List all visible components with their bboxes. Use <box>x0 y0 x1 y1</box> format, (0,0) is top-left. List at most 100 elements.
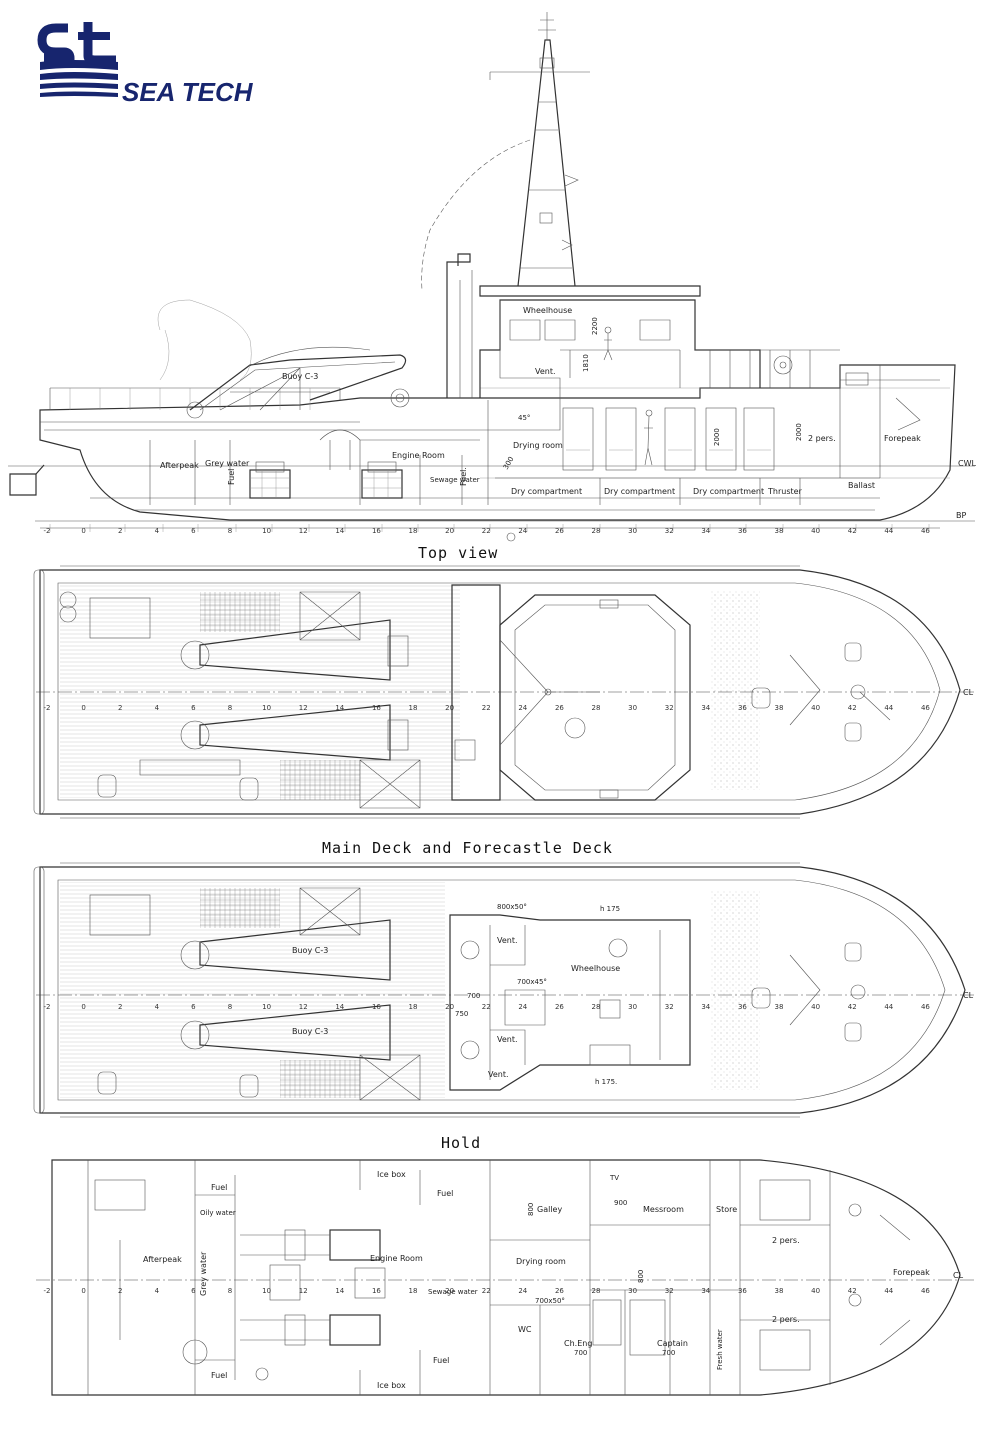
frame-number: 32 <box>665 1003 674 1011</box>
frame-number: 20 <box>445 1003 454 1011</box>
hold-label-grey-water: Grey water <box>199 1251 208 1296</box>
frame-number: 2 <box>118 527 122 535</box>
dim-1810: 1810 <box>582 354 590 372</box>
frame-number: 0 <box>81 527 85 535</box>
frame-number: 12 <box>299 1003 308 1011</box>
frame-number: 36 <box>738 1003 747 1011</box>
frame-number: 30 <box>628 704 637 712</box>
hold-label-fuel-2: Fuel <box>437 1189 453 1198</box>
engine-starboard <box>361 461 403 499</box>
engine-port <box>249 461 291 499</box>
hold-label-two-pers-1: 2 pers. <box>772 1236 800 1245</box>
frame-number: 12 <box>299 1287 308 1295</box>
title-hold: Hold <box>441 1134 481 1152</box>
mast <box>421 12 590 291</box>
frame-number: 14 <box>335 1003 344 1011</box>
main-label-buoy-1: Buoy C-3 <box>292 946 328 955</box>
frame-number: -2 <box>44 527 51 535</box>
label-dry-comp-3: Dry compartment <box>693 487 764 496</box>
frame-number: 30 <box>628 527 637 535</box>
frame-number: 44 <box>884 1003 893 1011</box>
label-thruster: Thruster <box>767 487 803 496</box>
frame-number: 28 <box>592 704 601 712</box>
frame-number: 38 <box>775 1003 784 1011</box>
top-view: CL <box>33 565 975 819</box>
frame-number: 22 <box>482 1287 491 1295</box>
dim-300: 300 <box>502 455 516 471</box>
frame-number: 6 <box>191 1003 196 1011</box>
hold-label-ch-eng: Ch.Eng <box>564 1339 592 1348</box>
frame-number: 38 <box>775 1287 784 1295</box>
hold-label-ice-box-2: Ice box <box>377 1381 406 1390</box>
main-label-wheelhouse: Wheelhouse <box>571 964 620 973</box>
frame-number: 8 <box>228 1003 232 1011</box>
hold-label-oily-water: Oily water <box>200 1209 236 1217</box>
dim-2000: 2000 <box>713 428 721 446</box>
label-drying-room: Drying room <box>513 441 563 450</box>
label-buoy: Buoy C-3 <box>282 372 318 381</box>
label-ballast: Ballast <box>848 481 875 490</box>
frame-number: 34 <box>701 704 710 712</box>
label-bp: BP <box>956 511 966 520</box>
dim-45: 45° <box>518 414 530 422</box>
frame-number: 26 <box>555 527 564 535</box>
frame-number: 42 <box>848 1287 857 1295</box>
frame-number: 24 <box>518 1003 527 1011</box>
label-forepeak: Forepeak <box>884 434 921 443</box>
hold-label-engine-room: Engine Room <box>370 1254 423 1263</box>
sea-tech-logo: SEA TECH <box>37 22 254 107</box>
frame-number: 16 <box>372 527 381 535</box>
frame-number: 46 <box>921 704 930 712</box>
frame-number: 32 <box>665 1287 674 1295</box>
hold-label-wc: WC <box>518 1325 532 1334</box>
frame-number: 2 <box>118 1287 122 1295</box>
frame-number: 14 <box>335 1287 344 1295</box>
main-buoy-starboard <box>180 1004 391 1061</box>
label-sewage-water: Sewage water <box>430 476 480 484</box>
main-label-vent-1: Vent. <box>497 936 518 945</box>
frame-number: 0 <box>81 704 85 712</box>
dim-800x50: 800x50° <box>497 903 527 911</box>
hold-label-ch-eng-dim: 700 <box>574 1349 587 1357</box>
frame-number: 26 <box>555 1287 564 1295</box>
frame-number: 42 <box>848 704 857 712</box>
frame-number: 2 <box>118 704 122 712</box>
frame-number: 40 <box>811 1003 820 1011</box>
hold-label-galley: Galley <box>537 1205 562 1214</box>
hold-label-fuel-3: Fuel <box>433 1356 449 1365</box>
hold-label-ice-box-1: Ice box <box>377 1170 406 1179</box>
label-fuel-b: Fuel. <box>459 467 468 486</box>
hold-label-store: Store <box>716 1205 737 1214</box>
frame-number: 6 <box>191 527 196 535</box>
label-dry-comp-1: Dry compartment <box>511 487 582 496</box>
dim-700: 700 <box>467 992 480 1000</box>
cabin-doors <box>562 407 775 471</box>
frame-number: 28 <box>592 1287 601 1295</box>
frame-number: 2 <box>118 1003 122 1011</box>
dim-750: 750 <box>455 1010 468 1018</box>
frame-number: 40 <box>811 527 820 535</box>
hold-dim-900: 900 <box>614 1199 627 1207</box>
frame-number: -2 <box>44 704 51 712</box>
title-main-deck: Main Deck and Forecastle Deck <box>322 839 613 857</box>
label-engine-room: Engine Room <box>392 451 445 460</box>
hold-label-captain: Captain <box>657 1339 688 1348</box>
hold-dim-700x50: 700x50° <box>535 1297 565 1305</box>
frame-number: 24 <box>518 704 527 712</box>
frame-number: 46 <box>921 1287 930 1295</box>
frame-number: 6 <box>191 704 196 712</box>
frame-number: 34 <box>701 1287 710 1295</box>
frame-number: 34 <box>701 527 710 535</box>
frame-number: 20 <box>445 1287 454 1295</box>
top-cl: CL <box>963 688 974 697</box>
frame-number: 32 <box>665 527 674 535</box>
frame-number: 14 <box>335 527 344 535</box>
frame-number: 12 <box>299 704 308 712</box>
frame-number: 28 <box>592 1003 601 1011</box>
main-label-buoy-2: Buoy C-3 <box>292 1027 328 1036</box>
frame-number: 38 <box>775 704 784 712</box>
frame-number: 38 <box>775 527 784 535</box>
hold-dim-800b: 800 <box>637 1270 645 1283</box>
